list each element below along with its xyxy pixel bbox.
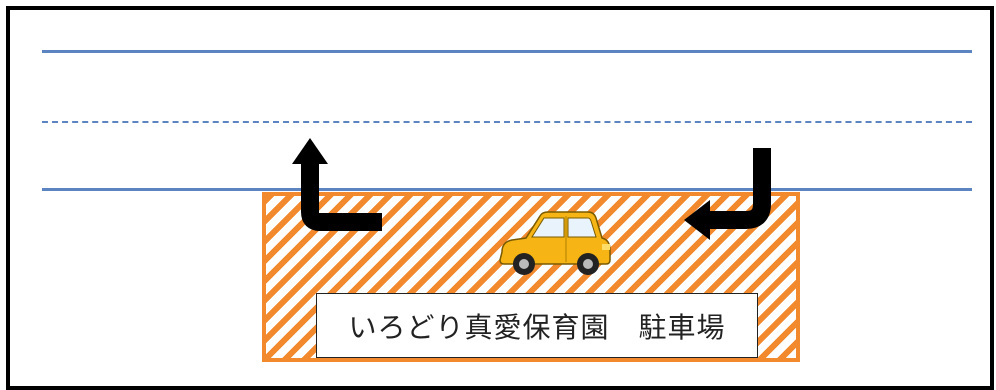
parking-sign-label: いろどり真愛保育園 駐車場 — [316, 293, 758, 358]
road-edge-top — [42, 50, 972, 53]
road-center-line — [42, 121, 972, 123]
car-icon — [499, 211, 611, 275]
road-edge-bottom — [42, 188, 972, 191]
arrow-up-left-icon — [292, 138, 382, 231]
arrow-down-left-icon — [684, 148, 771, 240]
